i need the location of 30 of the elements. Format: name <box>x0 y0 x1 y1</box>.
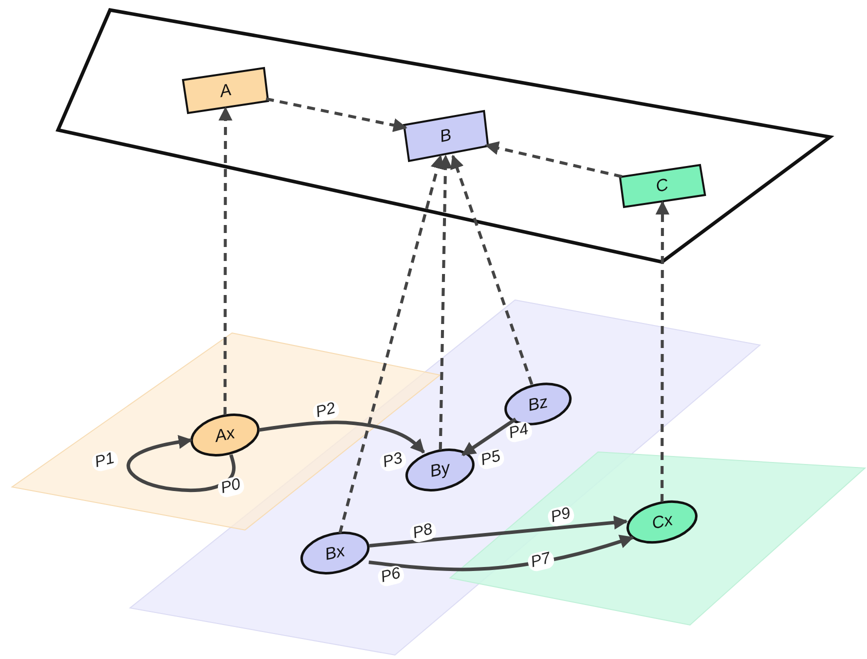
layer-plane <box>56 8 832 264</box>
process-box <box>618 163 707 209</box>
node-label: By <box>428 458 452 482</box>
dashed-arrow <box>484 141 622 178</box>
node-label: C <box>654 174 671 198</box>
node-label: B <box>438 125 454 147</box>
arrow <box>126 435 236 492</box>
arrow <box>258 420 425 454</box>
node-label: Bz <box>526 392 550 416</box>
state-ellipse <box>625 501 699 543</box>
arrow <box>368 534 634 572</box>
state-ellipse <box>404 449 476 491</box>
arrow <box>369 516 628 548</box>
dashed-arrow <box>338 154 444 534</box>
node-label: Cx <box>650 510 674 534</box>
layer-plane <box>448 450 867 627</box>
process-box <box>181 66 270 115</box>
node-label: A <box>218 80 234 102</box>
dashed-arrow <box>438 154 452 450</box>
dashed-arrow <box>266 97 408 132</box>
node-label: Ax <box>213 423 237 447</box>
state-ellipse <box>503 383 573 425</box>
dashed-arrow <box>655 200 670 502</box>
dashed-arrow <box>450 154 534 385</box>
process-box <box>402 109 490 163</box>
arrow <box>461 418 517 456</box>
state-ellipse <box>189 414 261 456</box>
node-label: Bx <box>323 541 347 565</box>
dashed-arrow <box>218 106 232 415</box>
state-ellipse <box>299 532 371 574</box>
